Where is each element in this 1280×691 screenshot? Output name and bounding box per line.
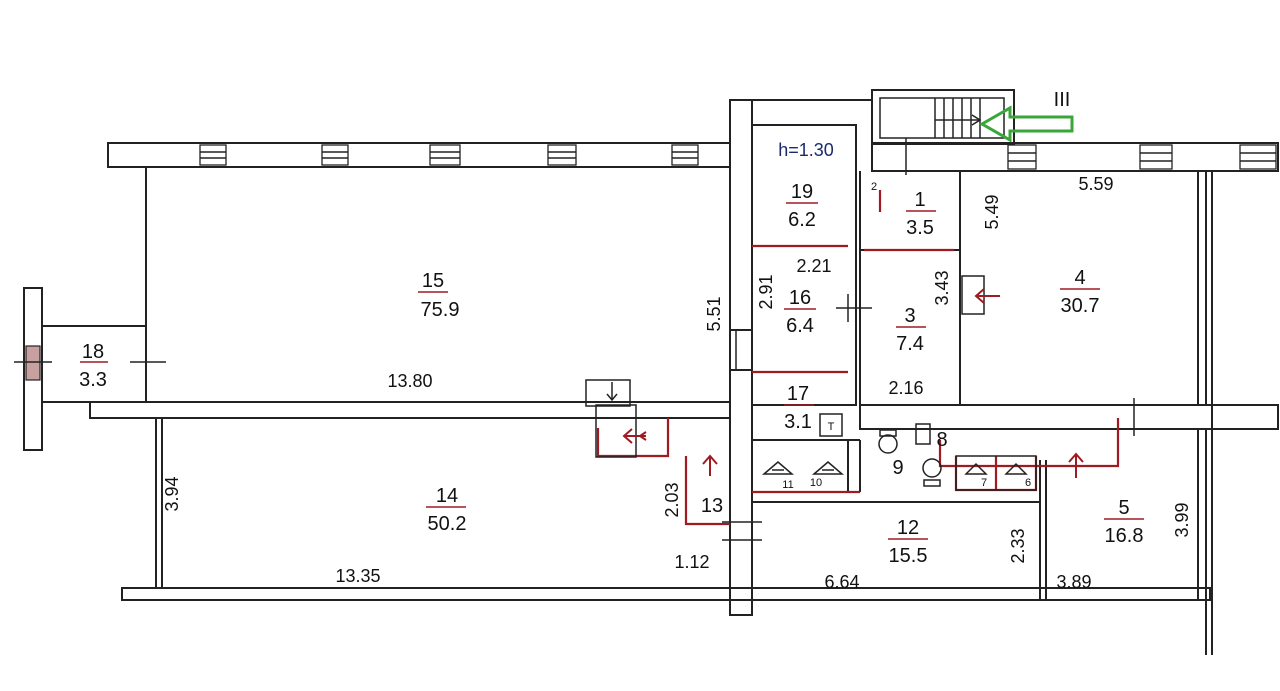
svg-text:18: 18 (82, 341, 104, 363)
room-3: 37.4 (896, 305, 926, 355)
stair-icon (879, 97, 1005, 175)
sink-icon (811, 461, 845, 475)
room-2-number: 2 (871, 181, 877, 193)
svg-text:6.2: 6.2 (788, 209, 816, 231)
room-15: 15 75.9 (418, 270, 459, 321)
room-19: 196.2 (786, 181, 818, 231)
svg-text:T: T (828, 421, 835, 433)
room-18: 183.3 (79, 341, 108, 391)
window-icon (1239, 144, 1277, 170)
room-14: 14 50.2 (426, 485, 466, 535)
svg-text:15: 15 (422, 270, 444, 292)
door-arrow-icon (622, 428, 647, 444)
svg-text:19: 19 (791, 181, 813, 203)
svg-text:16: 16 (789, 287, 811, 309)
room-10-number: 10 (810, 477, 822, 489)
ceiling-height-note: h=1.30 (778, 140, 834, 160)
svg-text:3.3: 3.3 (79, 369, 107, 391)
room-8-number: 8 (936, 429, 947, 451)
svg-text:1: 1 (914, 189, 925, 211)
door-arrows (606, 288, 1084, 478)
windows (25, 144, 1277, 381)
window-icon (1139, 144, 1173, 170)
dim-14-width: 13.35 (335, 566, 380, 586)
dim-12-height: 2.33 (1008, 528, 1028, 563)
room-6-number: 6 (1025, 477, 1031, 489)
svg-text:3: 3 (904, 305, 915, 327)
svg-text:75.9: 75.9 (421, 299, 460, 321)
room-7-number: 7 (981, 477, 987, 489)
door-arrow-icon (606, 382, 618, 402)
dim-3-height: 3.43 (932, 270, 952, 305)
room-16: 166.4 (784, 287, 816, 337)
door-arrow-icon (1068, 452, 1084, 478)
sink-icon (761, 461, 795, 475)
room-9-number: 9 (892, 457, 903, 479)
window-icon (671, 144, 699, 166)
window-icon (429, 144, 461, 166)
room-12: 12 15.5 (888, 517, 928, 567)
svg-text:15.5: 15.5 (889, 545, 928, 567)
window-icon (1007, 144, 1037, 170)
dimensions: 13.80 5.51 2.91 2.21 3.43 5.49 5.59 2.16… (162, 174, 1192, 592)
window-icon (199, 144, 227, 166)
room-4: 430.7 (1060, 267, 1100, 317)
dim-13-height: 2.03 (662, 482, 682, 517)
sink-icon (1004, 462, 1028, 475)
toilet-icon (878, 429, 898, 454)
dim-4-width: 5.59 (1078, 174, 1113, 194)
small-room-numbers: 2 13 9 8 7 6 11 10 (701, 181, 1031, 517)
svg-text:17: 17 (787, 383, 809, 405)
dim-5-height: 3.99 (1172, 502, 1192, 537)
room-11-number: 11 (782, 479, 793, 491)
window-icon (25, 345, 41, 381)
window-icon (321, 144, 349, 166)
svg-text:7.4: 7.4 (896, 333, 924, 355)
dim-5-width: 3.89 (1056, 572, 1091, 592)
door-ticks (14, 294, 1135, 541)
window-icon (547, 144, 577, 166)
svg-text:3.1: 3.1 (784, 411, 812, 433)
svg-text:12: 12 (897, 517, 919, 539)
dim-16-height: 2.91 (756, 274, 776, 309)
dim-16-width: 2.21 (796, 256, 831, 276)
dim-15-height: 5.51 (704, 296, 724, 331)
sink-icon (964, 462, 988, 475)
svg-text:5: 5 (1118, 497, 1129, 519)
svg-text:30.7: 30.7 (1061, 295, 1100, 317)
dim-15-width: 13.80 (387, 371, 432, 391)
dim-4-height: 5.49 (982, 194, 1002, 229)
door-arrow-icon (974, 288, 1000, 304)
room-17: 173.1 (784, 383, 814, 433)
partitions (585, 190, 1120, 526)
room-13-number: 13 (701, 495, 723, 517)
plumbing: T (761, 413, 1028, 487)
dim-3-width: 2.16 (888, 378, 923, 398)
dim-14-height: 3.94 (162, 476, 182, 511)
svg-text:3.5: 3.5 (906, 217, 934, 239)
svg-text:14: 14 (436, 485, 458, 507)
svg-text:50.2: 50.2 (428, 513, 467, 535)
svg-text:4: 4 (1074, 267, 1085, 289)
dim-13-width: 1.12 (674, 552, 709, 572)
room-5: 516.8 (1104, 497, 1144, 547)
door-arrow-icon (702, 454, 718, 476)
room-1: 13.5 (906, 189, 936, 239)
toilet-icon (922, 458, 942, 487)
svg-text:6.4: 6.4 (786, 315, 814, 337)
entrance-arrow-icon (978, 105, 1074, 143)
svg-text:16.8: 16.8 (1105, 525, 1144, 547)
dim-12-width: 6.64 (824, 572, 859, 592)
entrance-label: III (1054, 89, 1071, 111)
